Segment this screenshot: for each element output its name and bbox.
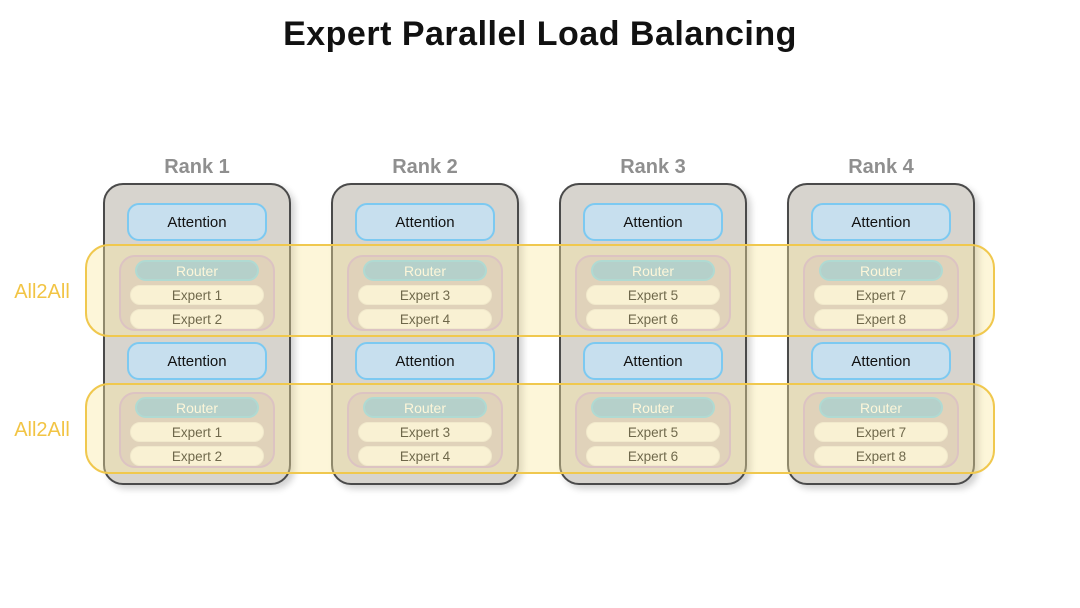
- attention-block: Attention: [583, 342, 723, 380]
- router-block: Router: [819, 260, 943, 281]
- router-block: Router: [591, 260, 715, 281]
- router-block: Router: [363, 260, 487, 281]
- attention-block: Attention: [355, 203, 495, 241]
- router-block: Router: [819, 397, 943, 418]
- attention-block: Attention: [355, 342, 495, 380]
- expert-block: Expert 4: [358, 309, 492, 329]
- router-block: Router: [135, 260, 259, 281]
- expert-block: Expert 2: [130, 446, 264, 466]
- expert-block: Expert 4: [358, 446, 492, 466]
- attention-block: Attention: [127, 203, 267, 241]
- moe-block: Router Expert 5 Expert 6: [575, 392, 731, 468]
- rank-title: Rank 4: [848, 156, 914, 178]
- all2all-label: All2All: [14, 419, 70, 441]
- attention-block: Attention: [811, 203, 951, 241]
- page-title: Expert Parallel Load Balancing: [283, 15, 797, 53]
- all2all-label: All2All: [14, 281, 70, 303]
- expert-block: Expert 3: [358, 422, 492, 442]
- expert-block: Expert 5: [586, 422, 720, 442]
- rank-title: Rank 2: [392, 156, 458, 178]
- expert-block: Expert 8: [814, 309, 948, 329]
- moe-block: Router Expert 1 Expert 2: [119, 392, 275, 468]
- rank-title: Rank 1: [164, 156, 230, 178]
- expert-block: Expert 2: [130, 309, 264, 329]
- rank-column-1: Rank 1 Attention Router Expert 1 Expert …: [103, 156, 291, 485]
- expert-block: Expert 3: [358, 285, 492, 305]
- moe-block: Router Expert 3 Expert 4: [347, 392, 503, 468]
- moe-block: Router Expert 5 Expert 6: [575, 255, 731, 331]
- moe-block: Router Expert 7 Expert 8: [803, 255, 959, 331]
- expert-block: Expert 8: [814, 446, 948, 466]
- expert-block: Expert 1: [130, 285, 264, 305]
- router-block: Router: [591, 397, 715, 418]
- rank-column-3: Rank 3 Attention Router Expert 5 Expert …: [559, 156, 747, 485]
- router-block: Router: [135, 397, 259, 418]
- attention-block: Attention: [811, 342, 951, 380]
- all2all-band-bottom: [85, 383, 995, 474]
- rank-column-4: Rank 4 Attention Router Expert 7 Expert …: [787, 156, 975, 485]
- router-block: Router: [363, 397, 487, 418]
- attention-block: Attention: [127, 342, 267, 380]
- all2all-band-top: [85, 244, 995, 337]
- rank-title: Rank 3: [620, 156, 686, 178]
- expert-block: Expert 7: [814, 422, 948, 442]
- expert-block: Expert 6: [586, 446, 720, 466]
- expert-block: Expert 5: [586, 285, 720, 305]
- attention-block: Attention: [583, 203, 723, 241]
- expert-block: Expert 1: [130, 422, 264, 442]
- expert-block: Expert 7: [814, 285, 948, 305]
- moe-block: Router Expert 1 Expert 2: [119, 255, 275, 331]
- moe-block: Router Expert 3 Expert 4: [347, 255, 503, 331]
- expert-block: Expert 6: [586, 309, 720, 329]
- rank-column-2: Rank 2 Attention Router Expert 3 Expert …: [331, 156, 519, 485]
- moe-block: Router Expert 7 Expert 8: [803, 392, 959, 468]
